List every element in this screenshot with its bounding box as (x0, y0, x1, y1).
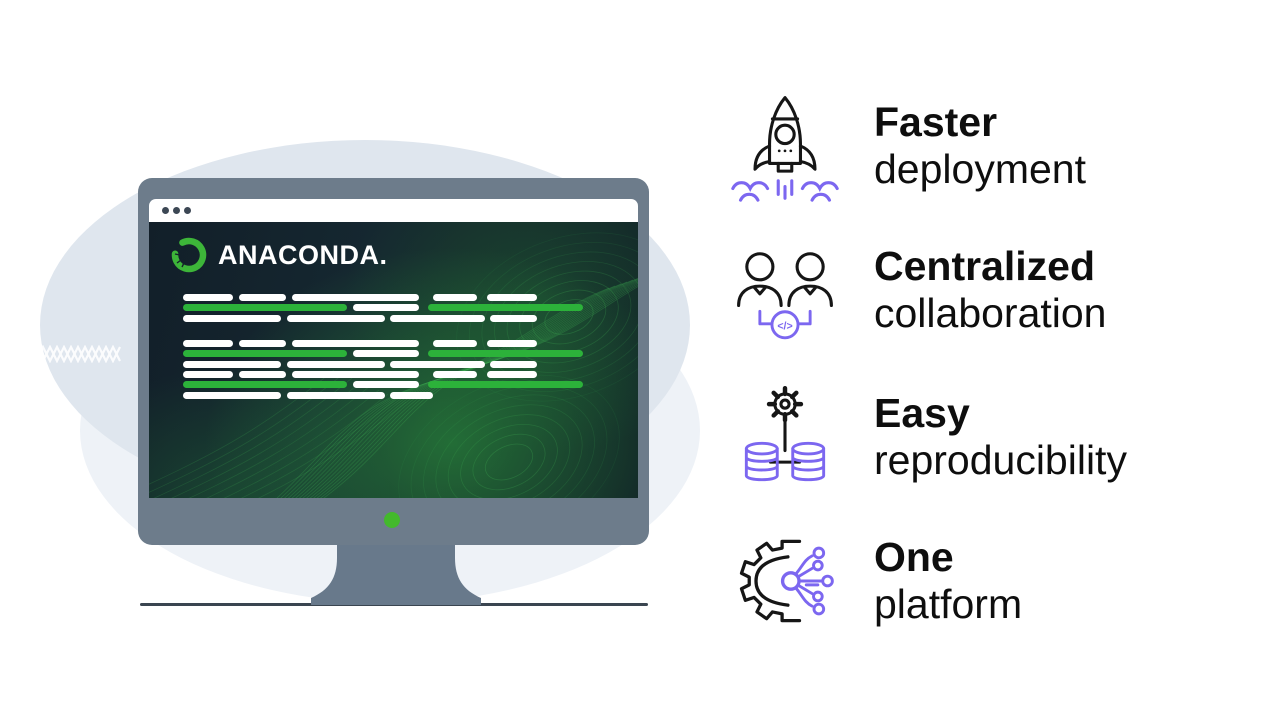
feature-text: Easy reproducibility (874, 390, 1127, 484)
feature-title: Easy (874, 390, 970, 436)
code-bar (292, 340, 419, 347)
code-bar (487, 294, 537, 301)
code-bar (183, 381, 347, 388)
code-bar (433, 371, 477, 378)
code-bar (292, 371, 419, 378)
code-bar (183, 304, 347, 311)
feature-centralized-collaboration: </> Centralized collaboration (726, 230, 1266, 350)
monitor-stand (311, 544, 481, 605)
code-bar (390, 392, 433, 399)
feature-title: Faster (874, 99, 998, 145)
feature-subtitle: collaboration (874, 290, 1107, 336)
code-bar (490, 315, 537, 322)
code-bar (183, 392, 281, 399)
gear-network-icon (726, 521, 844, 641)
code-bar (239, 340, 286, 347)
feature-subtitle: deployment (874, 146, 1086, 192)
collaboration-icon: </> (726, 230, 844, 350)
code-bar (292, 294, 419, 301)
code-bar (287, 315, 385, 322)
feature-title: Centralized (874, 243, 1095, 289)
code-bar (390, 361, 485, 368)
svg-text:</>: </> (777, 321, 792, 333)
feature-text: Centralized collaboration (874, 243, 1107, 337)
feature-title: One (874, 534, 954, 580)
window-dot-icon (184, 207, 191, 214)
code-bar (353, 350, 419, 357)
monitor: ANACONDA. (138, 178, 649, 545)
feature-one-platform: One platform (726, 521, 1266, 641)
database-gear-icon (726, 377, 844, 497)
feature-subtitle: platform (874, 581, 1023, 627)
code-bar (428, 304, 583, 311)
code-bar (183, 315, 281, 322)
screen: ANACONDA. (149, 222, 638, 498)
browser-bar (149, 199, 638, 222)
power-light (384, 512, 400, 528)
code-bar (183, 350, 347, 357)
feature-text: One platform (874, 534, 1022, 628)
code-bar (433, 340, 477, 347)
code-bar (239, 371, 286, 378)
code-bar (353, 381, 419, 388)
brand-wordmark: ANACONDA. (218, 239, 388, 270)
window-dot-icon (162, 207, 169, 214)
cross-stitch-decoration (36, 345, 121, 363)
code-bar (287, 392, 385, 399)
feature-subtitle: reproducibility (874, 437, 1127, 483)
window-dot-icon (173, 207, 180, 214)
code-bar (428, 350, 583, 357)
anaconda-logo: ANACONDA. (170, 236, 388, 274)
anaconda-ring-icon (171, 237, 207, 273)
code-bar (183, 371, 233, 378)
code-bar (287, 361, 385, 368)
code-bar (353, 304, 419, 311)
code-bar (490, 361, 537, 368)
code-bar (183, 294, 233, 301)
code-bar (183, 340, 233, 347)
code-bar (428, 381, 583, 388)
code-bar (487, 371, 537, 378)
code-bar (239, 294, 286, 301)
feature-easy-reproducibility: Easy reproducibility (726, 377, 1266, 497)
code-bar (433, 294, 477, 301)
code-bar (390, 315, 485, 322)
code-bar (487, 340, 537, 347)
rocket-icon (726, 86, 844, 206)
code-lines (149, 222, 638, 498)
feature-faster-deployment: Faster deployment (726, 86, 1266, 206)
feature-text: Faster deployment (874, 99, 1086, 193)
code-bar (183, 361, 281, 368)
